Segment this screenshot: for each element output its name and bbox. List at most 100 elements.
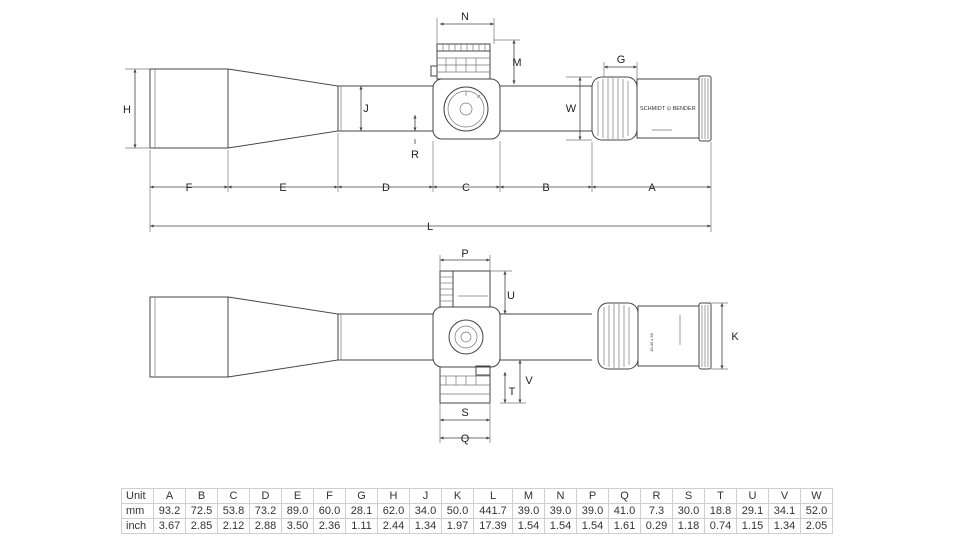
table-cell: 18.8 [704, 503, 737, 519]
table-cell: J [409, 488, 442, 504]
table-cell: 41.0 [608, 503, 641, 519]
table-cell: 441.7 [473, 503, 513, 519]
table-cell: 3.50 [281, 518, 314, 534]
table-cell: L [473, 488, 513, 504]
svg-text:R: R [411, 149, 419, 161]
table-cell: E [281, 488, 314, 504]
svg-text:J: J [363, 103, 369, 115]
table-cell: M [512, 488, 545, 504]
table-cell: 53.8 [217, 503, 250, 519]
scope-top-view: SCHMIDT ⊙ BENDER N M G H J W R [123, 11, 712, 233]
svg-text:K: K [731, 331, 739, 343]
svg-text:C: C [462, 182, 470, 194]
svg-text:W: W [566, 103, 577, 115]
objective-taper [227, 68, 339, 149]
svg-text:M: M [512, 57, 521, 69]
svg-text:L: L [427, 221, 433, 233]
table-cell: 1.11 [345, 518, 378, 534]
table-cell: 29.1 [736, 503, 769, 519]
svg-text:T: T [509, 386, 516, 398]
table-cell: F [313, 488, 346, 504]
row-header-cell: mm [121, 503, 154, 519]
table-cell: 2.05 [800, 518, 833, 534]
table-cell: T [704, 488, 737, 504]
table-cell: 3.67 [153, 518, 186, 534]
table-cell: 2.88 [249, 518, 282, 534]
svg-text:H: H [123, 104, 131, 116]
table-cell: Q [608, 488, 641, 504]
table-cell: 1.34 [409, 518, 442, 534]
table-cell: 1.97 [441, 518, 474, 534]
table-cell: 2.12 [217, 518, 250, 534]
table-cell: 1.54 [544, 518, 577, 534]
svg-text:S: S [461, 407, 468, 419]
svg-text:B: B [542, 182, 549, 194]
svg-text:P: P [461, 248, 468, 260]
scope-dimension-drawing: SCHMIDT ⊙ BENDER N M G H J W R [123, 11, 739, 445]
turret-housing-side [432, 306, 501, 368]
table-cell: B [185, 488, 218, 504]
table-cell: G [345, 488, 378, 504]
elevation-turret [436, 43, 491, 80]
table-cell: 2.36 [313, 518, 346, 534]
table-cell: 1.54 [576, 518, 609, 534]
table-cell: 50.0 [441, 503, 474, 519]
brand-text: SCHMIDT ⊙ BENDER [640, 106, 696, 112]
objective-bell [149, 68, 229, 149]
table-cell: V [768, 488, 801, 504]
table-cell: 34.1 [768, 503, 801, 519]
svg-text:A: A [648, 182, 656, 194]
table-cell: N [544, 488, 577, 504]
table-cell: 1.61 [608, 518, 641, 534]
table-cell: 2.85 [185, 518, 218, 534]
front-tube [338, 85, 433, 132]
table-cell: U [736, 488, 769, 504]
table-cell: 28.1 [345, 503, 378, 519]
table-cell: 7.3 [640, 503, 673, 519]
svg-text:Q: Q [461, 433, 470, 445]
svg-text:N: N [461, 11, 469, 23]
svg-text:F: F [186, 182, 193, 194]
table-cell: 1.54 [512, 518, 545, 534]
table-cell: 30.0 [672, 503, 705, 519]
table-cell: W [800, 488, 833, 504]
table-cell: 1.15 [736, 518, 769, 534]
table-cell: 39.0 [512, 503, 545, 519]
table-cell: 34.0 [409, 503, 442, 519]
table-cell: K [441, 488, 474, 504]
table-cell: 72.5 [185, 503, 218, 519]
table-cell: 62.0 [377, 503, 410, 519]
table-cell: 89.0 [281, 503, 314, 519]
table-cell: C [217, 488, 250, 504]
table-cell: H [377, 488, 410, 504]
table-cell: 73.2 [249, 503, 282, 519]
turret-housing [432, 78, 501, 140]
table-cell: 17.39 [473, 518, 513, 534]
table-cell: 2.44 [377, 518, 410, 534]
rear-tube [500, 85, 592, 132]
row-header-cell: Unit [121, 488, 154, 504]
svg-text:G: G [617, 54, 626, 66]
ocular-body-side [637, 305, 700, 367]
table-cell: R [640, 488, 673, 504]
svg-text:V: V [525, 375, 533, 387]
table-cell: 0.29 [640, 518, 673, 534]
objective-bell-side [149, 296, 229, 378]
svg-text:E: E [279, 182, 286, 194]
magnification-ring [591, 76, 638, 141]
table-cell: 93.2 [153, 503, 186, 519]
scope-side-view: 10-40 x 56 P U K V T S Q [149, 248, 739, 445]
svg-text:U: U [507, 290, 515, 302]
table-cell: 1.34 [768, 518, 801, 534]
table-cell: S [672, 488, 705, 504]
row-header-cell: inch [121, 518, 154, 534]
svg-text:D: D [382, 182, 390, 194]
model-text: 10-40 x 56 [649, 332, 654, 352]
table-cell: 39.0 [576, 503, 609, 519]
eyepiece-ring-side [698, 302, 712, 370]
table-cell: A [153, 488, 186, 504]
